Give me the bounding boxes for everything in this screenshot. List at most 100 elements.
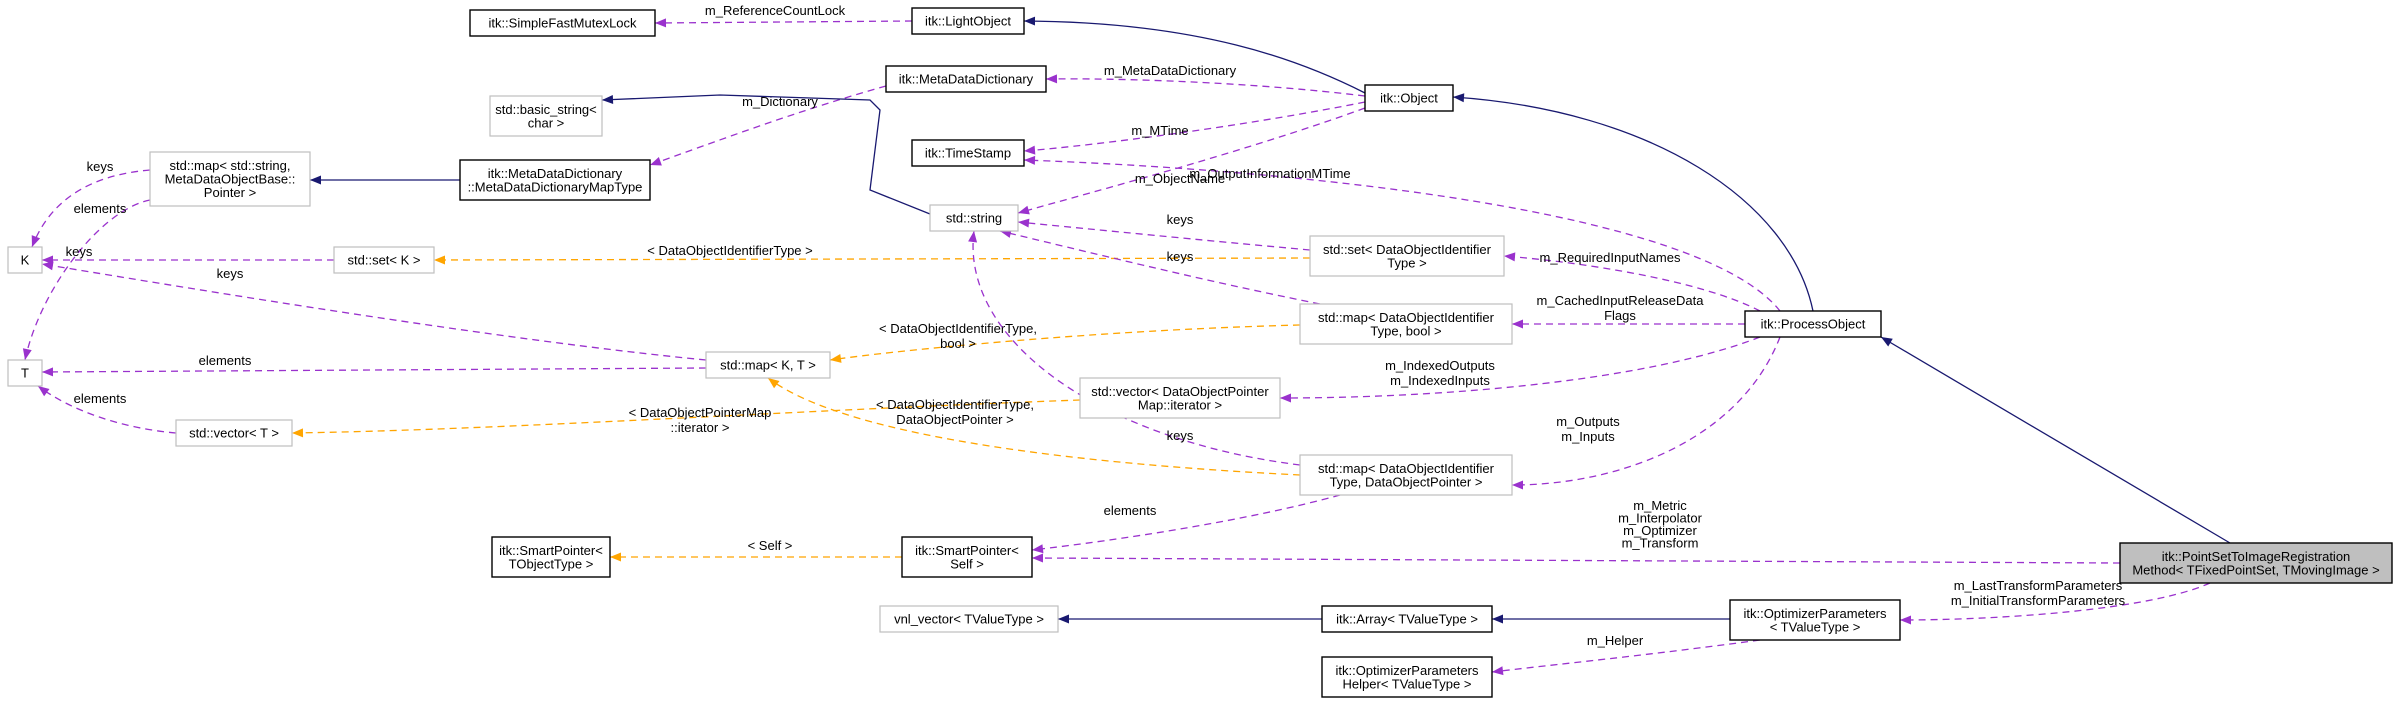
- edge-basicstring-to-stdstring: [601, 94, 931, 215]
- node-basicstring[interactable]: std::basic_string<char >: [489, 95, 603, 137]
- arrowhead: [1280, 393, 1291, 403]
- arrowhead: [650, 157, 662, 166]
- node-box: [1744, 310, 1882, 338]
- edge-label: m_ReferenceCountLock: [705, 3, 846, 18]
- edge-stdstring-to-stdmap_doit_bool: keys: [999, 229, 1321, 305]
- node-stdset_doit[interactable]: std::set< DataObjectIdentifierType >: [1309, 235, 1505, 277]
- edge-label: < DataObjectPointerMap: [629, 405, 772, 420]
- node-label: char >: [528, 115, 565, 130]
- node-processobject[interactable]: itk::ProcessObject: [1744, 310, 1882, 338]
- edge-mapType-to-metadatadict: m_Dictionary: [649, 85, 887, 166]
- node-box: [489, 95, 603, 137]
- node-mapType[interactable]: itk::MetaDataDictionary::MetaDataDiction…: [459, 159, 651, 201]
- edge-itkarray-to-optparams: [1492, 614, 1730, 624]
- node-stdvector_dop[interactable]: std::vector< DataObjectPointerMap::itera…: [1079, 377, 1281, 419]
- node-itkarray[interactable]: itk::Array< TValueType >: [1321, 605, 1493, 633]
- node-pstir[interactable]: itk::PointSetToImageRegistrationMethod< …: [2119, 542, 2393, 584]
- node-label: std::map< K, T >: [720, 358, 816, 373]
- node-stdset_K[interactable]: std::set< K >: [333, 246, 435, 274]
- arrowhead: [1024, 155, 1036, 165]
- node-stdmap_doit_dop[interactable]: std::map< DataObjectIdentifierType, Data…: [1299, 454, 1513, 496]
- node-label: std::map< DataObjectIdentifier: [1318, 461, 1495, 476]
- edge-line: [1279, 336, 1761, 399]
- arrowhead: [1032, 553, 1044, 563]
- node-vnlvector[interactable]: vnl_vector< TValueType >: [879, 605, 1059, 633]
- node-object[interactable]: itk::Object: [1364, 84, 1454, 112]
- node-box: [149, 151, 311, 207]
- edge-line: [999, 230, 1321, 305]
- arrowhead: [610, 552, 621, 562]
- edge-T-to-stdmap_meta: elements: [22, 199, 151, 361]
- arrowhead: [1046, 74, 1058, 84]
- node-label: itk::MetaDataDictionary: [488, 166, 623, 181]
- node-label: itk::SmartPointer<: [499, 543, 603, 558]
- node-box: [1079, 377, 1281, 419]
- edge-label: < DataObjectIdentifierType >: [647, 243, 812, 258]
- edge-label: DataObjectPointer >: [896, 412, 1013, 427]
- edge-line: [1491, 639, 1761, 673]
- node-stdstring[interactable]: std::string: [929, 204, 1019, 232]
- node-label: std::basic_string<: [495, 102, 597, 117]
- edge-stdvector_T-to-stdvector_dop: < DataObjectPointerMap::iterator >: [291, 399, 1081, 438]
- node-timestamp[interactable]: itk::TimeStamp: [911, 139, 1025, 167]
- node-label: itk::LightObject: [925, 14, 1011, 29]
- edge-vnlvector-to-itkarray: [1058, 614, 1322, 624]
- edge-stdmap_KT-to-stdmap_doit_dop: < DataObjectIdentifierType,DataObjectPoi…: [767, 377, 1301, 476]
- node-T[interactable]: T: [7, 359, 43, 387]
- node-label: itk::OptimizerParameters: [1743, 606, 1887, 621]
- node-label: Type, bool >: [1370, 323, 1441, 338]
- arrowhead: [768, 378, 780, 389]
- edge-label: keys: [66, 244, 93, 259]
- edge-optparams-to-pstir: m_LastTransformParametersm_InitialTransf…: [1899, 578, 2211, 625]
- node-stdmap_KT[interactable]: std::map< K, T >: [705, 351, 831, 379]
- edge-line: [433, 257, 1311, 261]
- node-stdvector_T[interactable]: std::vector< T >: [175, 419, 293, 447]
- arrowhead: [1058, 614, 1069, 624]
- node-label: std::vector< T >: [189, 426, 279, 441]
- edge-line: [1031, 557, 2121, 564]
- edge-label: keys: [1167, 428, 1194, 443]
- edge-timestamp-to-processobject: m_OutputInformationMTime: [1023, 155, 1781, 312]
- node-box: [911, 139, 1025, 167]
- edge-label: keys: [87, 159, 114, 174]
- edge-label: m_MetaDataDictionary: [1104, 63, 1237, 78]
- edge-line: [291, 399, 1081, 434]
- arrowhead: [1018, 218, 1030, 228]
- edge-label: bool >: [940, 336, 976, 351]
- edge-label: keys: [217, 266, 244, 281]
- node-label: itk::SmartPointer<: [915, 543, 1019, 558]
- node-K[interactable]: K: [7, 246, 43, 274]
- edge-T-to-stdvector_T: elements: [37, 385, 177, 434]
- arrowhead: [310, 175, 321, 185]
- edge-label: m_MTime: [1131, 123, 1188, 138]
- node-stdmap_doit_bool[interactable]: std::map< DataObjectIdentifierType, bool…: [1299, 303, 1513, 345]
- edge-label: m_Interpolator: [1618, 511, 1702, 526]
- edge-label: elements: [199, 353, 252, 368]
- edge-stdstring-to-stdset_doit: keys: [1017, 212, 1311, 251]
- node-label: T: [21, 366, 29, 381]
- edge-label: ::iterator >: [671, 420, 730, 435]
- edge-K-to-stdset_K: keys: [42, 244, 334, 265]
- node-label: itk::Object: [1380, 91, 1438, 106]
- node-sp_self[interactable]: itk::SmartPointer<Self >: [901, 536, 1033, 578]
- edge-stdstring-to-stdmap_doit_dop: keys: [968, 230, 1301, 466]
- node-mutexlock[interactable]: itk::SimpleFastMutexLock: [469, 9, 656, 37]
- node-stdmap_meta[interactable]: std::map< std::string,MetaDataObjectBase…: [149, 151, 311, 207]
- node-metadatadict[interactable]: itk::MetaDataDictionary: [885, 65, 1047, 93]
- node-optparams[interactable]: itk::OptimizerParameters< TValueType >: [1729, 599, 1901, 641]
- node-sp_tobj[interactable]: itk::SmartPointer<TObjectType >: [491, 536, 611, 578]
- edge-label: m_InitialTransformParameters: [1951, 593, 2126, 608]
- edge-label: m_ObjectName: [1135, 171, 1225, 186]
- arrowhead: [1881, 337, 1893, 347]
- edge-label: Flags: [1604, 308, 1636, 323]
- node-box: [879, 605, 1059, 633]
- node-box: [911, 7, 1025, 35]
- node-label: std::set< DataObjectIdentifier: [1323, 242, 1492, 257]
- node-label: Self >: [950, 556, 984, 571]
- edge-label: < Self >: [748, 538, 793, 553]
- node-lightobject[interactable]: itk::LightObject: [911, 7, 1025, 35]
- arrowhead: [655, 18, 667, 28]
- edge-label: m_Helper: [1587, 633, 1644, 648]
- node-box: [175, 419, 293, 447]
